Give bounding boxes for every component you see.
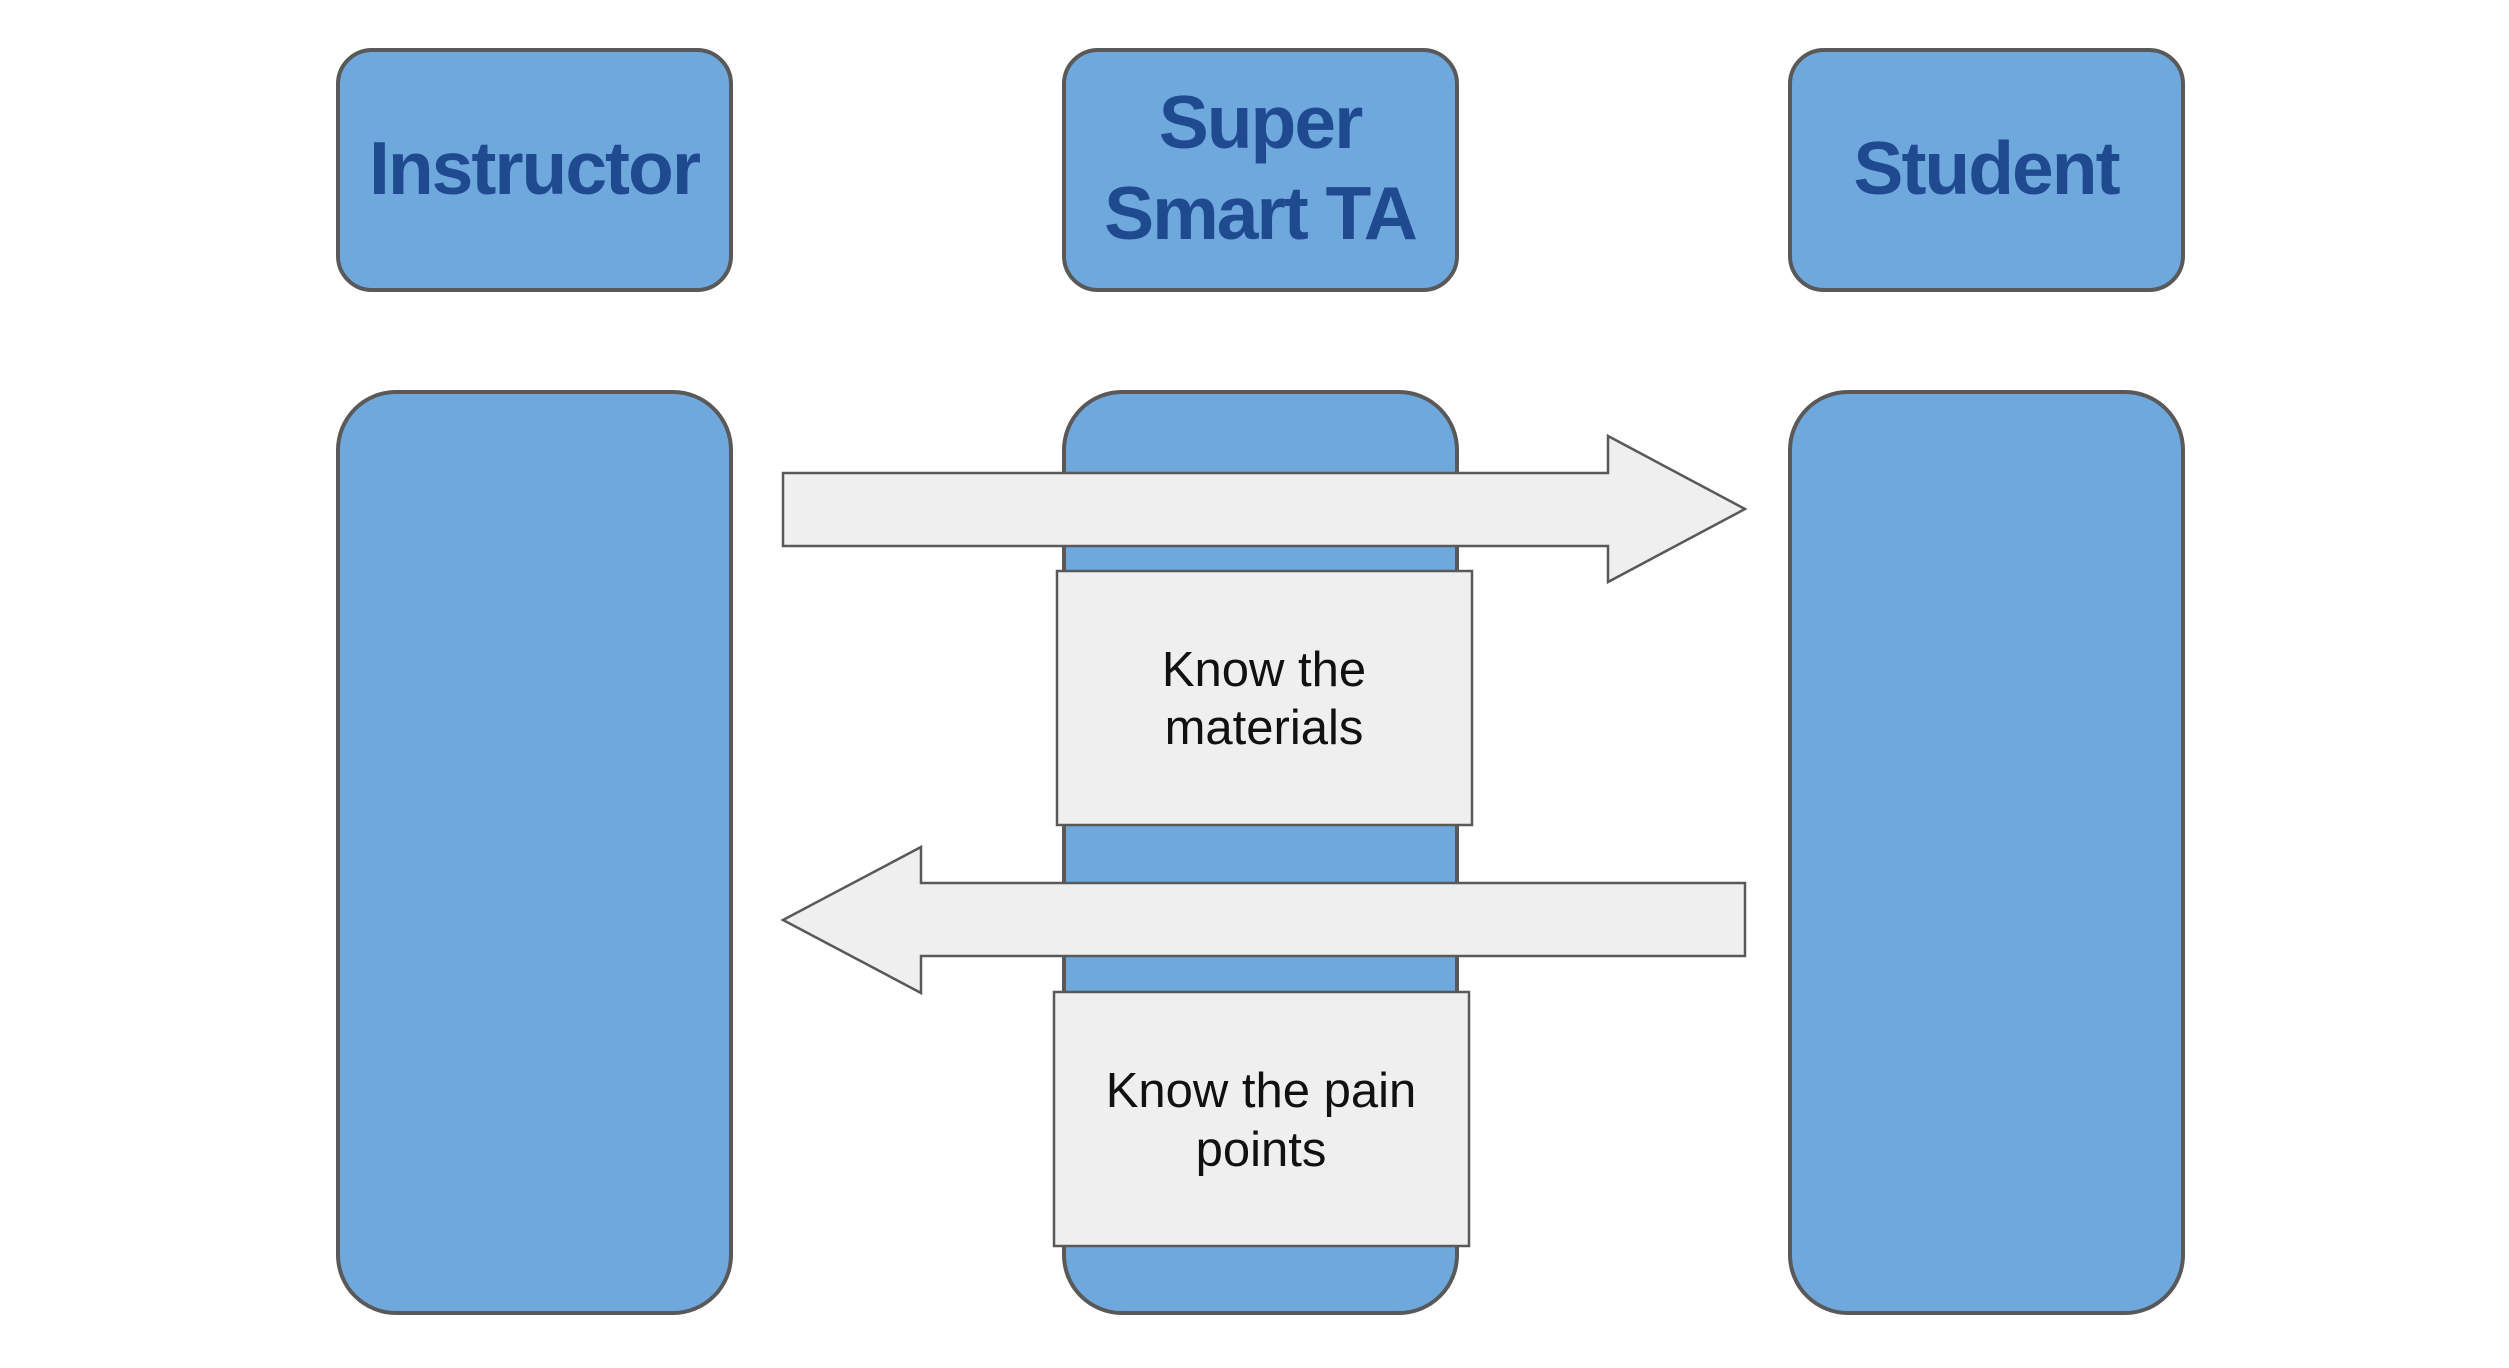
- header-student-label: Student: [1853, 126, 2120, 210]
- note-materials-box: [1055, 569, 1474, 827]
- arrow-left: [780, 844, 1747, 996]
- header-ta-label-line2: Smart TA: [1104, 171, 1417, 255]
- note-know-the-pain-points: Know the pain points: [1052, 990, 1471, 1248]
- header-instructor-label: Instructor: [369, 126, 701, 210]
- student-column: [1788, 390, 2185, 1315]
- note-pain-box: [1052, 990, 1471, 1248]
- header-student: Student: [1788, 48, 2185, 292]
- arrow-right: [781, 433, 1748, 585]
- header-super-smart-ta: Super Smart TA: [1062, 48, 1459, 292]
- header-instructor-box: [336, 48, 733, 292]
- note-pain-line1: Know the pain: [1106, 1064, 1417, 1118]
- header-instructor: Instructor: [336, 48, 733, 292]
- note-know-the-materials: Know the materials: [1055, 569, 1474, 827]
- note-materials-line2: materials: [1165, 701, 1364, 755]
- header-ta-label-line1: Super: [1159, 80, 1363, 164]
- header-ta-box: [1062, 48, 1459, 292]
- note-pain-line2: points: [1196, 1123, 1327, 1177]
- instructor-column: [336, 390, 733, 1315]
- note-materials-line1: Know the: [1162, 643, 1366, 697]
- header-student-box: [1788, 48, 2185, 292]
